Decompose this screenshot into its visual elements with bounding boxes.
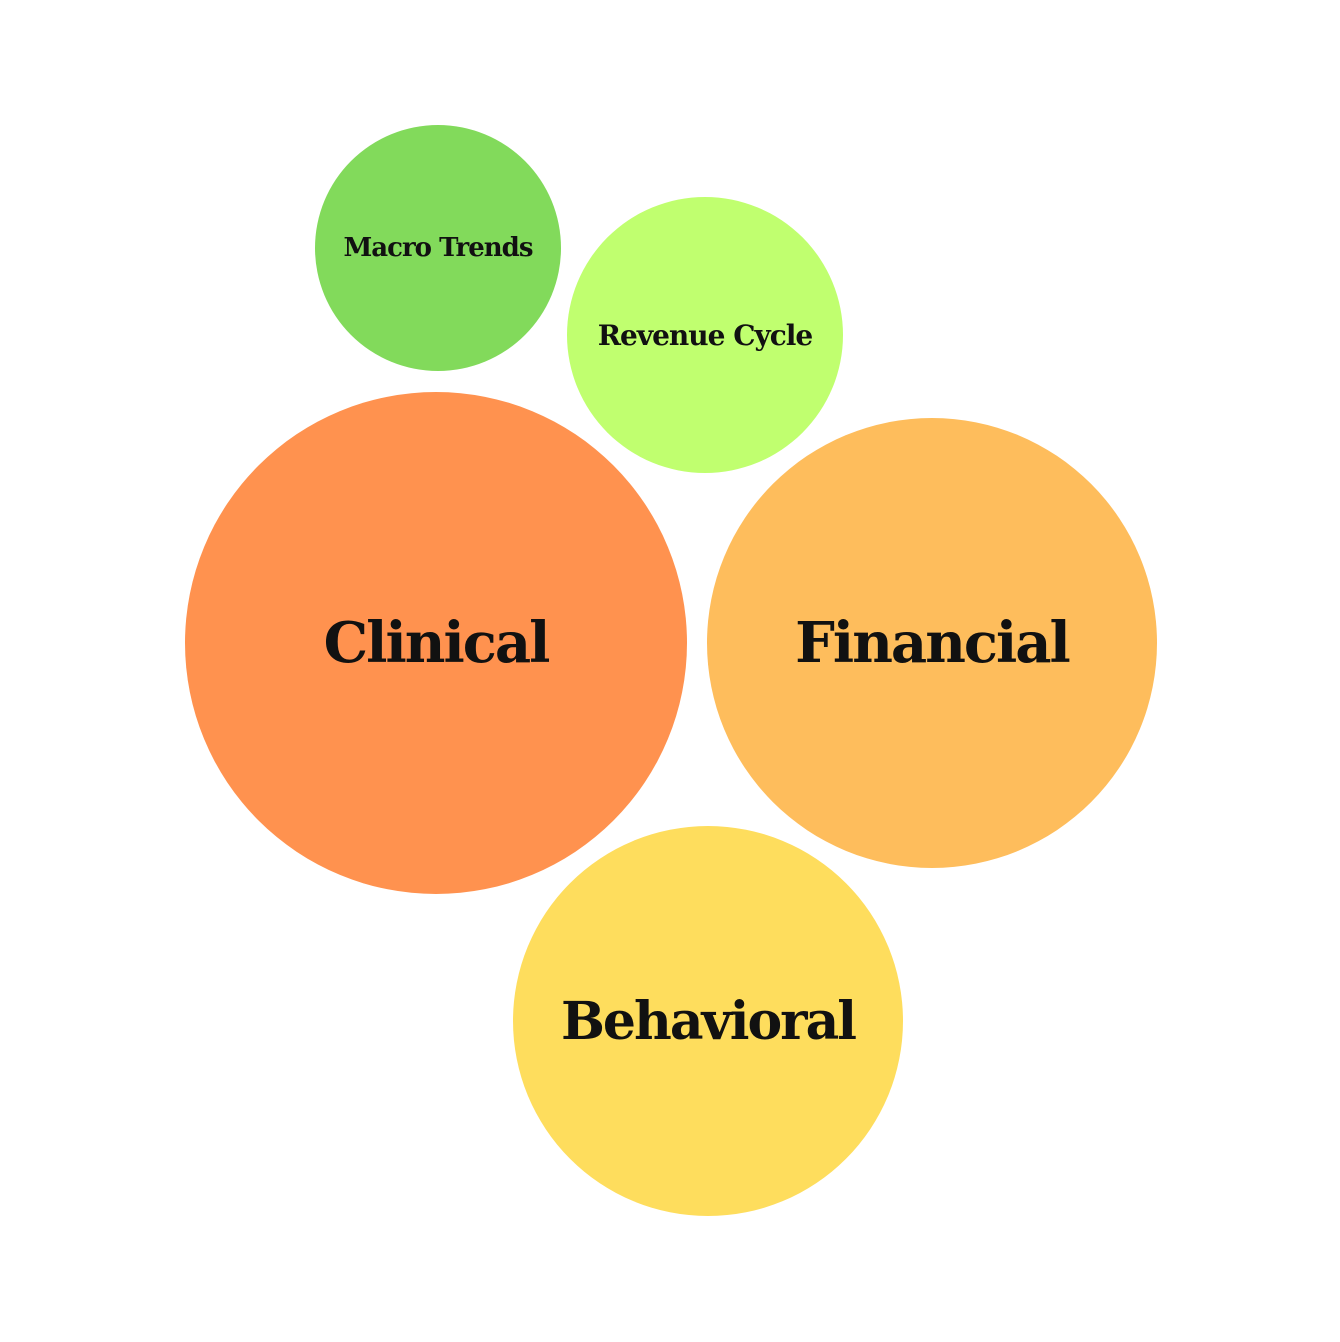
bubble-label-behavioral: Behavioral	[560, 990, 857, 1052]
bubble-clinical: Clinical	[185, 392, 687, 894]
bubble-macro-trends: Macro Trends	[315, 125, 561, 371]
bubble-financial: Financial	[707, 418, 1157, 868]
bubble-revenue-cycle: Revenue Cycle	[567, 197, 843, 473]
bubble-label-clinical: Clinical	[323, 610, 551, 676]
bubble-label-financial: Financial	[795, 610, 1071, 676]
bubble-behavioral: Behavioral	[513, 826, 903, 1216]
bubble-label-revenue-cycle: Revenue Cycle	[597, 318, 813, 352]
bubble-label-macro-trends: Macro Trends	[343, 233, 534, 263]
